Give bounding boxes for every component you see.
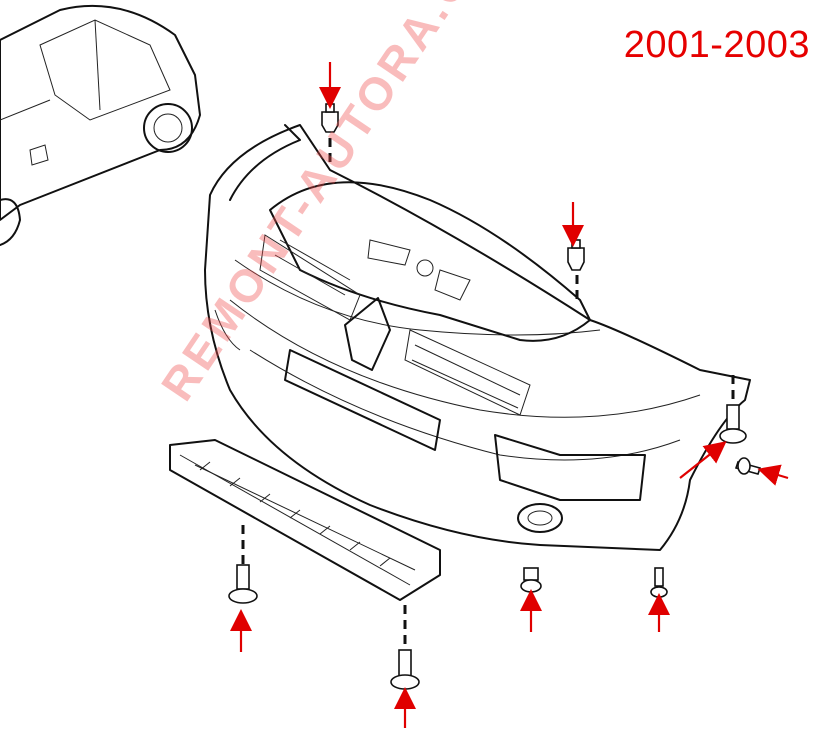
nut-bottom-icon (520, 567, 542, 593)
bumper-lower-beam (169, 439, 441, 601)
screw-side-icon (734, 457, 762, 475)
front-bumper (204, 124, 751, 551)
bolt-lower-left-icon (228, 564, 258, 604)
screw-bottom-icon (650, 567, 668, 598)
bumper-grille (259, 181, 591, 416)
red-arrows (230, 62, 789, 728)
clip-top-right-icon (567, 239, 585, 271)
bolt-lower-center-icon (390, 649, 420, 690)
bolt-right-icon (719, 404, 747, 444)
fastener-guide-lines (241, 138, 735, 645)
year-range-label: 2001-2003 (623, 24, 810, 66)
car-side-view-icon (0, 4, 201, 246)
